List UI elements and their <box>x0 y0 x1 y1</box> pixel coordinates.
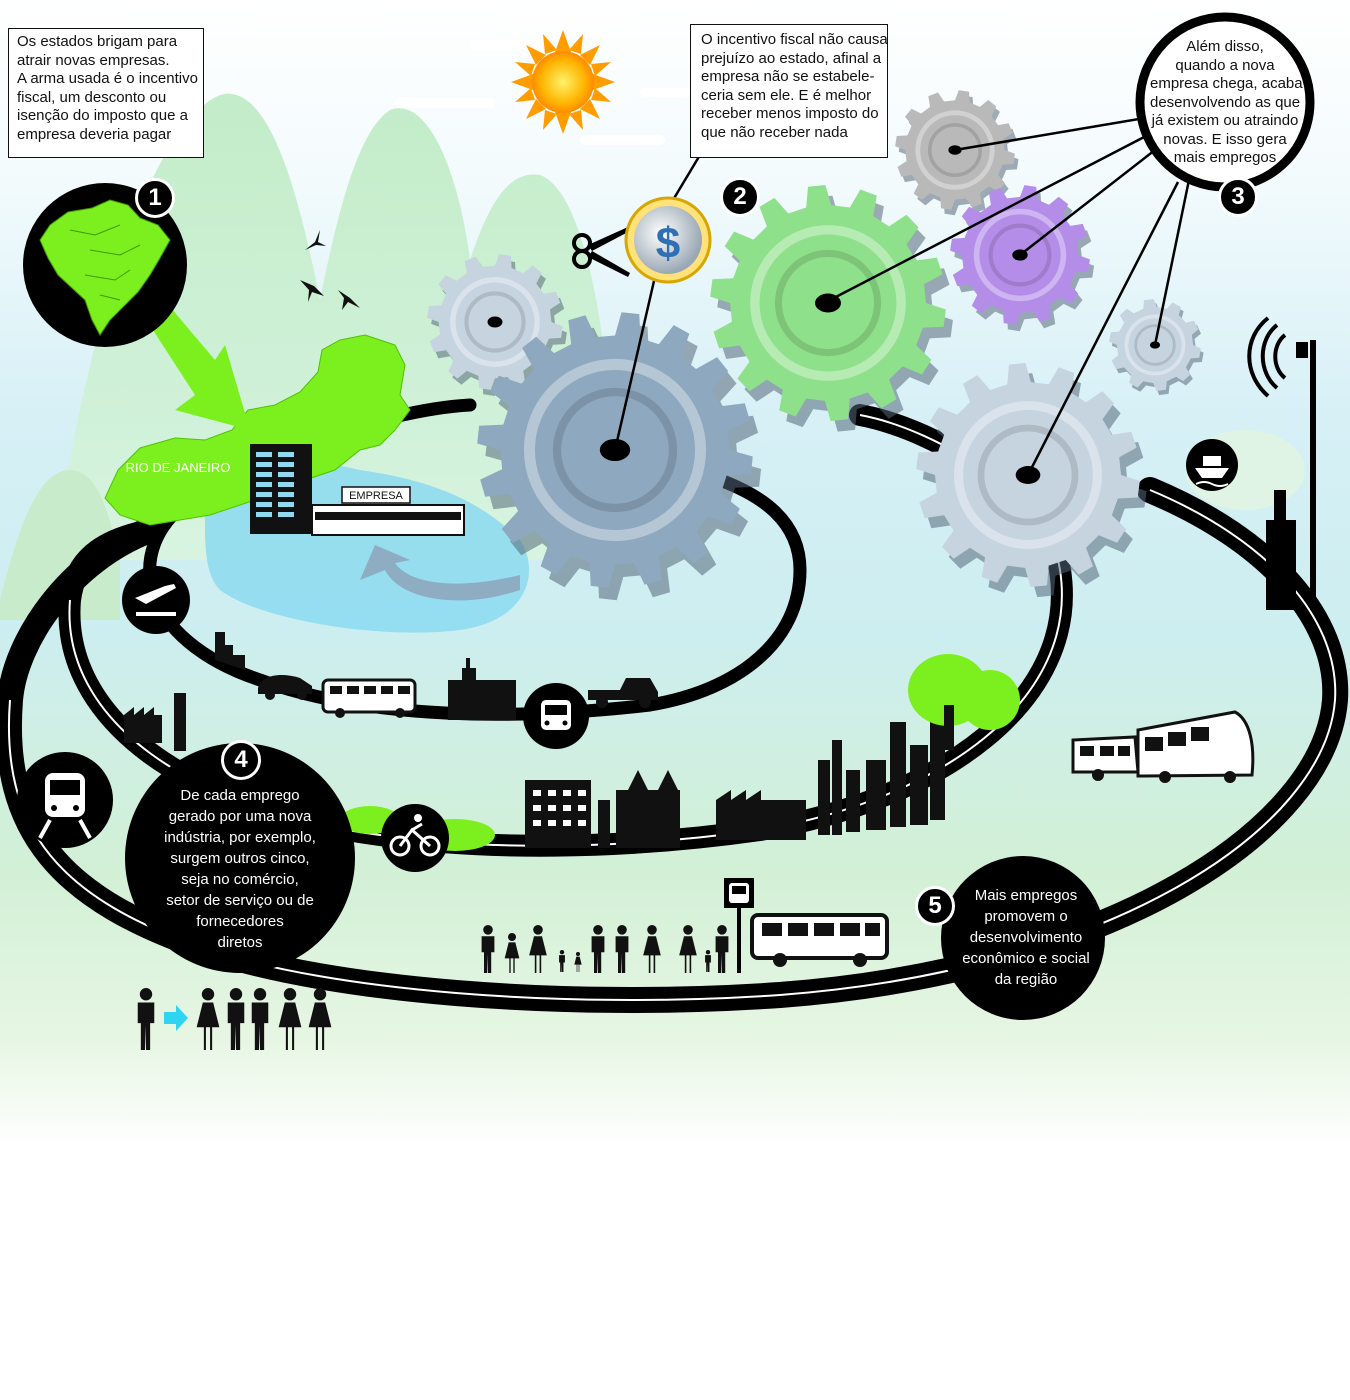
crowd-person <box>679 925 697 973</box>
bus-stop-icon <box>724 878 754 973</box>
step-2-line: ceria sem ele. E é melhor <box>701 86 872 104</box>
crowd-person <box>615 925 629 973</box>
step-4-circle <box>125 743 355 973</box>
job-multiplier-legend <box>137 988 332 1050</box>
step-2-line: O incentivo fiscal não causa <box>701 31 888 48</box>
crowd-person <box>643 925 661 973</box>
step-2-badge: 2 <box>720 177 760 217</box>
crowd-person <box>559 950 565 972</box>
step-1-badge: 1 <box>135 178 175 218</box>
legend-person-new <box>251 988 269 1050</box>
step-3-line: já existem ou atraindo <box>1151 112 1299 129</box>
bus-icon-badge[interactable] <box>523 683 589 749</box>
state-label: RIO DE JANEIRO <box>126 460 231 475</box>
bus-icon-inner <box>321 678 417 718</box>
sun-icon <box>511 30 615 134</box>
step-5-text: Mais empregos promovem o desenvolvimento… <box>958 885 1094 990</box>
step-1-line: fiscal, um desconto ou <box>17 88 167 106</box>
step-3-line: quando a nova <box>1175 56 1275 74</box>
step-5-circle <box>941 856 1105 1020</box>
step-4-line: indústria, por exemplo, <box>164 829 316 846</box>
gear-green <box>710 185 953 432</box>
crowd-person <box>504 933 520 973</box>
step-4-line: surgem outros cinco, <box>170 850 310 867</box>
step-5-line: da região <box>994 971 1058 988</box>
crowd-person <box>715 925 729 973</box>
inner-road-city <box>215 632 516 720</box>
step-4-line: gerado por uma nova <box>168 808 312 825</box>
step-1-line: A arma usada é o incentivo <box>17 70 198 87</box>
legend-person-new <box>227 988 245 1050</box>
legend-person-new <box>196 988 220 1050</box>
skyscraper-icon <box>1266 490 1296 610</box>
bicycle-icon[interactable] <box>381 804 449 872</box>
crowd-person <box>574 952 582 972</box>
middle-road-windows <box>533 790 586 826</box>
step-5-line: desenvolvimento <box>969 929 1083 946</box>
crowd-person <box>529 925 547 973</box>
legend-person-origin <box>137 988 155 1050</box>
truck-icon <box>588 678 658 708</box>
step-2-line: empresa não se estabele- <box>701 68 875 85</box>
train-icon[interactable] <box>17 752 113 848</box>
step-4-badge: 4 <box>221 740 261 780</box>
ship-icon[interactable] <box>1186 439 1238 491</box>
step-5-badge: 5 <box>915 886 955 926</box>
step-4-text: De cada emprego gerado por uma nova indú… <box>140 785 340 953</box>
car-icon <box>258 675 312 700</box>
articulated-bus-icon <box>1071 710 1255 783</box>
green-arrow <box>140 295 250 430</box>
coin-symbol: $ <box>656 219 680 268</box>
return-arrow <box>360 545 520 601</box>
step-5-line: econômico e social <box>962 950 1090 967</box>
legend-arrow-icon <box>164 1005 188 1031</box>
step-4-line: fornecedores <box>196 913 284 930</box>
birds-icon <box>300 230 360 310</box>
step-2-line: receber menos imposto do <box>701 105 879 122</box>
antenna-icon <box>1247 316 1316 610</box>
bus-icon-outer <box>750 913 889 967</box>
step-1-line: isenção do imposto que a <box>17 107 188 124</box>
step-1-line: atrair novas empresas. <box>17 51 170 69</box>
step-4-line: seja no comércio, <box>181 871 299 888</box>
connector-lines <box>613 116 1192 476</box>
step-1-line: Os estados brigam para <box>17 33 178 50</box>
crowd-person <box>705 950 711 972</box>
step-2-line: que não receber nada <box>701 123 848 141</box>
legend-person-new <box>278 988 302 1050</box>
company-sign-label: EMPRESA <box>349 490 403 502</box>
legend-person-new <box>308 988 332 1050</box>
company-building: EMPRESA <box>250 444 465 536</box>
brazil-map-circle <box>23 183 187 347</box>
step-1-line: empresa deveria pagar <box>17 125 172 143</box>
coin-icon: $ <box>624 196 712 284</box>
gear-large-light <box>916 363 1147 598</box>
crowd-people <box>481 925 729 973</box>
trees <box>340 654 1020 851</box>
step-4-line: setor de serviço ou de <box>166 892 314 909</box>
step-5-line: promovem o <box>984 908 1068 925</box>
scissors-icon <box>572 227 630 277</box>
step-3-line: empresa chega, acaba <box>1150 75 1303 92</box>
airplane-icon[interactable] <box>122 566 190 634</box>
step-4-line: De cada emprego <box>180 787 300 804</box>
step-3-line: mais empregos <box>1173 149 1277 166</box>
step-1-text-box: Os estados brigam para atrair novas empr… <box>8 28 204 158</box>
step-3-line: novas. E isso gera <box>1163 130 1287 148</box>
step-2-line: prejuízo ao estado, afinal a <box>701 49 882 67</box>
step-3-text: Além disso, quando a nova empresa chega,… <box>1150 38 1303 168</box>
step-2-text-box: O incentivo fiscal não causa prejuízo ao… <box>690 24 888 158</box>
step-3-line: Além disso, <box>1186 38 1264 55</box>
step-3-line: desenvolvendo as que <box>1150 93 1301 111</box>
clouds <box>395 40 690 145</box>
step-5-line: Mais empregos <box>974 887 1078 904</box>
gear-tiny-light <box>1109 299 1204 396</box>
step-4-line: diretos <box>217 934 263 951</box>
crowd-person <box>591 925 605 973</box>
step-3-badge: 3 <box>1218 177 1258 217</box>
crowd-person <box>481 925 495 973</box>
